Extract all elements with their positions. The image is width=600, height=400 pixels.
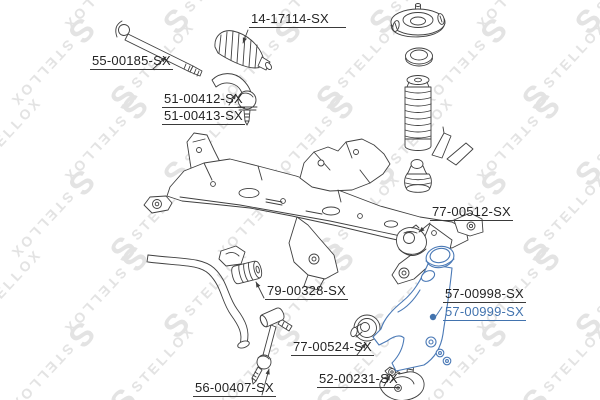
arm-rear-bushing-drawing (396, 224, 427, 256)
part-label-14-17114-sx[interactable]: 14-17114-SX (249, 12, 346, 28)
highlight-leader (429, 306, 443, 321)
tie-rod-end-drawing (211, 73, 258, 126)
part-label-77-00512-sx[interactable]: 77-00512-SX (430, 204, 513, 221)
dust-boot-drawing (404, 75, 432, 151)
part-label-52-00231-sx[interactable]: 52-00231-SX (317, 371, 400, 388)
steering-boot-drawing (214, 30, 272, 71)
subframe-drawing (143, 126, 484, 291)
part-label-79-00328-sx[interactable]: 79-00328-SX (265, 283, 348, 300)
part-label-57-00999-sx-selected[interactable]: 57-00999-SX (443, 304, 526, 321)
leader-lines (152, 29, 431, 396)
part-label-55-00185-sx[interactable]: 55-00185-SX (90, 53, 173, 70)
part-label-57-00998-sx[interactable]: 57-00998-SX (443, 286, 526, 303)
part-label-51-00412-sx[interactable]: 51-00412-SX (162, 91, 245, 108)
highlight-dot (429, 313, 437, 321)
part-label-51-00413-sx[interactable]: 51-00413-SX (162, 108, 245, 125)
strut-bearing-drawing (405, 47, 433, 67)
stabilizer-bar-drawing (146, 254, 250, 349)
bump-stop-drawing (404, 159, 432, 193)
stabilizer-link-drawing (251, 307, 293, 385)
control-arm-highlighted-drawing[interactable] (372, 244, 456, 372)
part-label-77-00524-sx[interactable]: 77-00524-SX (291, 339, 374, 356)
inner-tie-rod-drawing (115, 20, 203, 77)
strut-mount-drawing (390, 3, 446, 38)
arm-front-bushing-drawing (350, 314, 381, 342)
part-label-56-00407-sx[interactable]: 56-00407-SX (193, 380, 276, 397)
stabilizer-bushing-drawing (231, 260, 263, 285)
